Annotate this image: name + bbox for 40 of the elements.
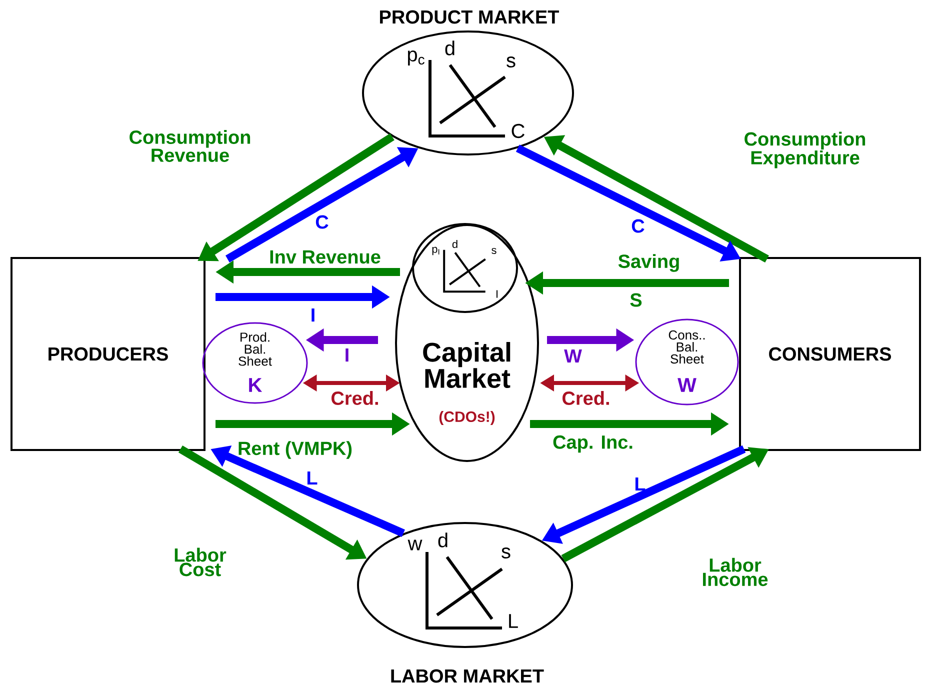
balance-letter: K <box>249 378 262 392</box>
edge-label: L <box>307 471 318 485</box>
axis-label: L <box>509 614 518 628</box>
curve-label: d <box>438 532 448 548</box>
flow-label: S <box>630 293 642 307</box>
node-label: Prod. Bal. Sheet <box>238 332 272 366</box>
edge-label: I <box>312 308 314 322</box>
edge-label: W <box>564 349 582 363</box>
consumers-box: CONSUMERS <box>739 257 921 451</box>
edge-label: Labor Cost <box>174 548 226 576</box>
curve-label: s <box>502 548 510 558</box>
edge-label: Cap. Inc. <box>553 435 632 453</box>
axis-label: w <box>408 540 422 550</box>
edge-label: C <box>632 219 644 233</box>
axis-label: p$_{I}$ <box>432 246 440 256</box>
producers-box: PRODUCERS <box>10 257 206 451</box>
curve-label: s <box>506 56 516 68</box>
edge-label: C <box>316 215 328 229</box>
market-title: LABOR MARKET <box>391 669 544 683</box>
curve-label: d <box>452 240 458 248</box>
edge-label: Saving <box>618 254 679 272</box>
edge-label: Inv Revenue <box>270 250 380 264</box>
axis-label: p$_{c}$ <box>408 50 424 66</box>
edge-label: Labor Income <box>703 558 768 586</box>
edge-label: Cred. <box>562 391 609 405</box>
market-title: PRODUCT MARKET <box>380 10 560 24</box>
node-label: Capital Market <box>423 342 510 388</box>
curve-label: s <box>492 248 496 254</box>
edge-label: I <box>346 348 348 362</box>
edge-label: Cred. <box>332 391 378 405</box>
balance-letter: W <box>678 378 696 392</box>
edge-label: Rent (VMPK) <box>238 441 352 459</box>
note-text: (CDOs!) <box>439 411 495 425</box>
axis-label: C <box>512 124 524 138</box>
edge-label: L <box>635 477 646 491</box>
node-label: Cons.. Bal. Sheet <box>668 330 705 364</box>
edge-label: Consumption Revenue <box>130 130 250 162</box>
edge-label: Consumption Expenditure <box>744 132 866 168</box>
curve-label: d <box>445 40 454 56</box>
axis-label: I <box>496 290 498 298</box>
